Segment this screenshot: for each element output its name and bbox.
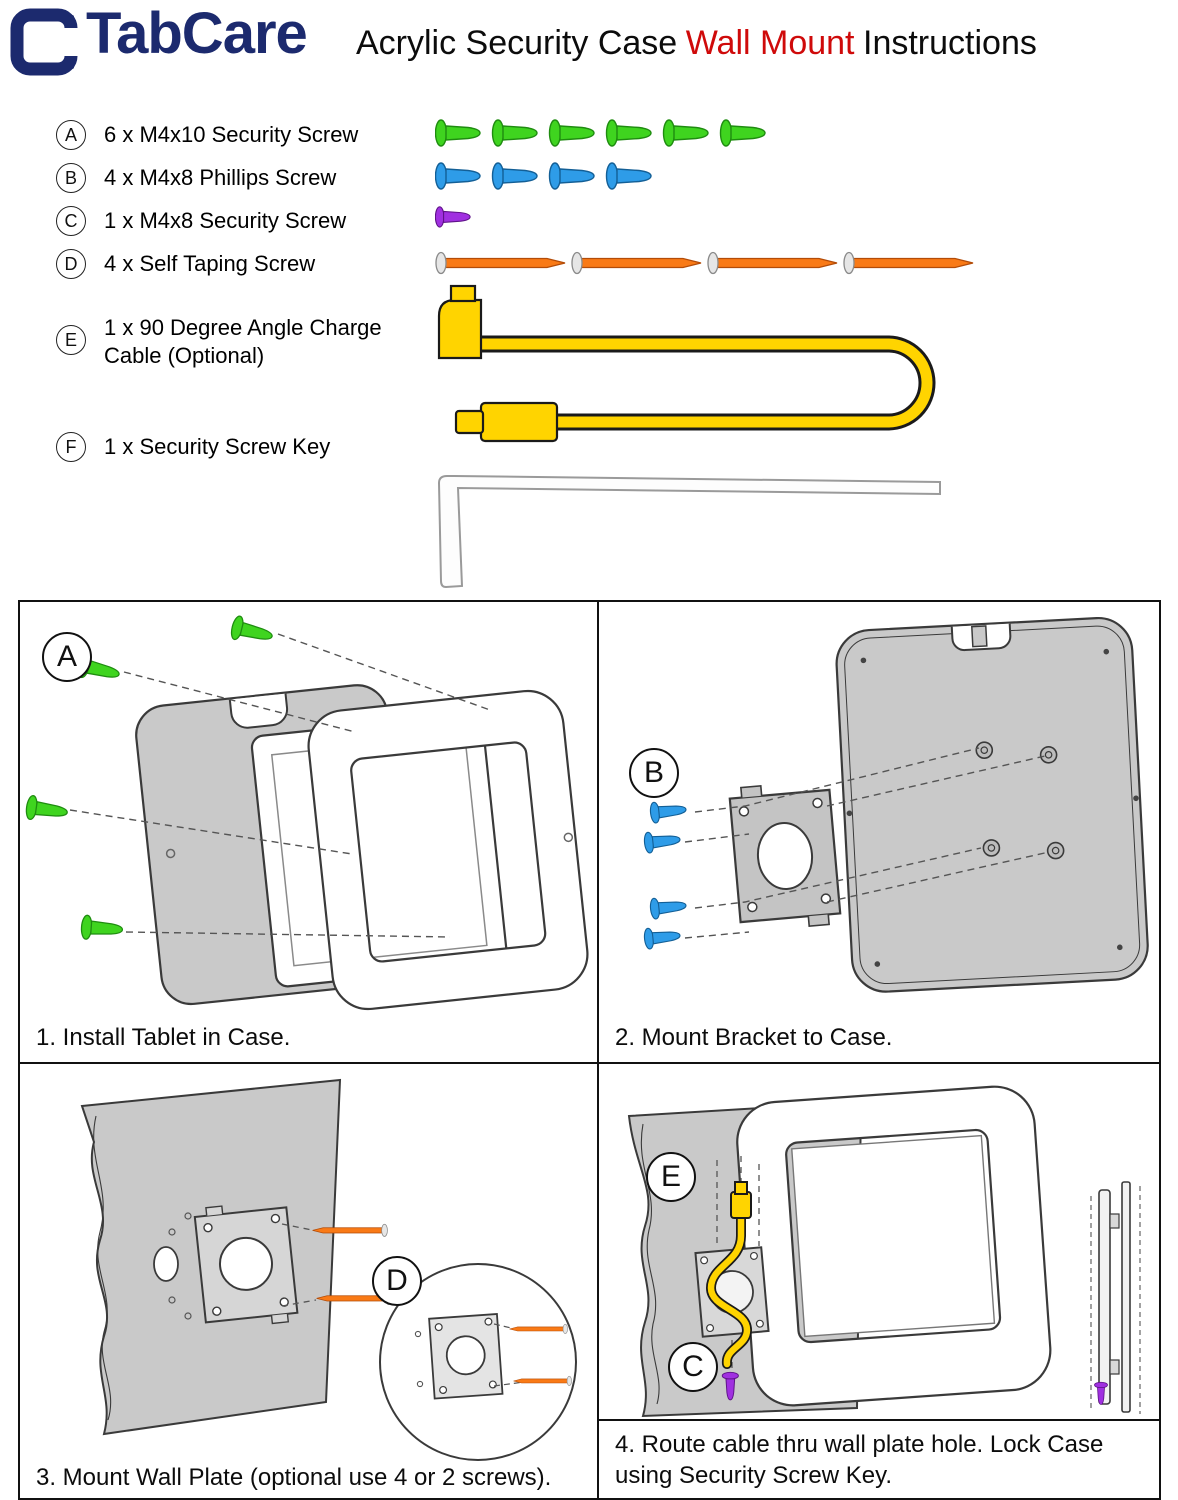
step-panel-3: D 3. Mount Wall Plate (optional use 4 or…	[20, 1062, 597, 1498]
part-badge-f: F	[56, 432, 86, 462]
step-panel-1: A 1. Install Tablet in Case.	[20, 602, 597, 1062]
step1-badge: A	[42, 632, 92, 682]
purple-screw-graphic	[435, 206, 471, 228]
title-part1: Acrylic Security Case	[356, 24, 678, 62]
side-view	[1090, 1181, 1141, 1414]
title-highlight: Wall Mount	[685, 24, 855, 62]
blue-screws-graphic	[435, 162, 652, 190]
front-frame	[307, 689, 589, 1011]
part-label-a: 6 x M4x10 Security Screw	[104, 122, 359, 147]
part-badge-b: B	[56, 163, 86, 193]
part-badge-c: C	[56, 206, 86, 236]
security-key-graphic	[437, 475, 941, 589]
title-part2: Instructions	[863, 24, 1037, 62]
step-panel-4: E C 4. Route cable thru wall plate hole.…	[597, 1062, 1159, 1498]
step3-caption: 3. Mount Wall Plate (optional use 4 or 2…	[36, 1464, 552, 1491]
part-label-e: 1 x 90 Degree Angle Charge Cable (Option…	[104, 315, 382, 369]
tabcare-logo-icon	[10, 8, 80, 76]
part-row-c: C 1 x M4x8 Security Screw	[56, 204, 1156, 238]
charge-cable-graphic	[437, 284, 936, 443]
part-label-c: 1 x M4x8 Security Screw	[104, 208, 347, 233]
part-row-e: E 1 x 90 Degree Angle Charge Cable (Opti…	[56, 312, 1156, 382]
green-screws-graphic	[435, 119, 766, 147]
brand-name: TabCare	[86, 1, 308, 66]
part-row-f: F 1 x Security Screw Key	[56, 432, 1156, 466]
part-badge-e: E	[56, 325, 86, 355]
step4-illustration	[627, 1085, 1141, 1418]
case-back	[835, 616, 1149, 993]
step4-badge-e: E	[646, 1152, 696, 1202]
wall-plate	[193, 1205, 299, 1325]
step2-badge: B	[629, 748, 679, 798]
step-panel-2: B 2. Mount Bracket to Case.	[597, 602, 1159, 1062]
part-row-d: D 4 x Self Taping Screw	[56, 247, 1156, 281]
part-label-b: 4 x M4x8 Phillips Screw	[104, 165, 337, 190]
mount-bracket	[728, 784, 842, 928]
step4-caption: 4. Route cable thru wall plate hole. Loc…	[599, 1418, 1159, 1498]
detail-circle	[379, 1263, 577, 1461]
step3-badge: D	[372, 1256, 422, 1306]
part-label-f: 1 x Security Screw Key	[104, 434, 331, 459]
steps-grid: A 1. Install Tablet in Case.	[18, 600, 1161, 1500]
self-taping-screws-graphic	[435, 251, 974, 275]
step4-badge-c: C	[668, 1342, 718, 1392]
case-front	[736, 1085, 1052, 1407]
part-row-a: A 6 x M4x10 Security Screw	[56, 118, 1156, 152]
part-badge-d: D	[56, 249, 86, 279]
step1-illustration	[24, 614, 589, 1011]
part-row-b: B 4 x M4x8 Phillips Screw	[56, 161, 1156, 195]
part-label-d: 4 x Self Taping Screw	[104, 251, 316, 276]
step2-illustration	[642, 616, 1149, 993]
step2-caption: 2. Mount Bracket to Case.	[615, 1024, 893, 1051]
part-badge-a: A	[56, 120, 86, 150]
step1-caption: 1. Install Tablet in Case.	[36, 1024, 291, 1051]
step3-illustration	[80, 1078, 577, 1461]
